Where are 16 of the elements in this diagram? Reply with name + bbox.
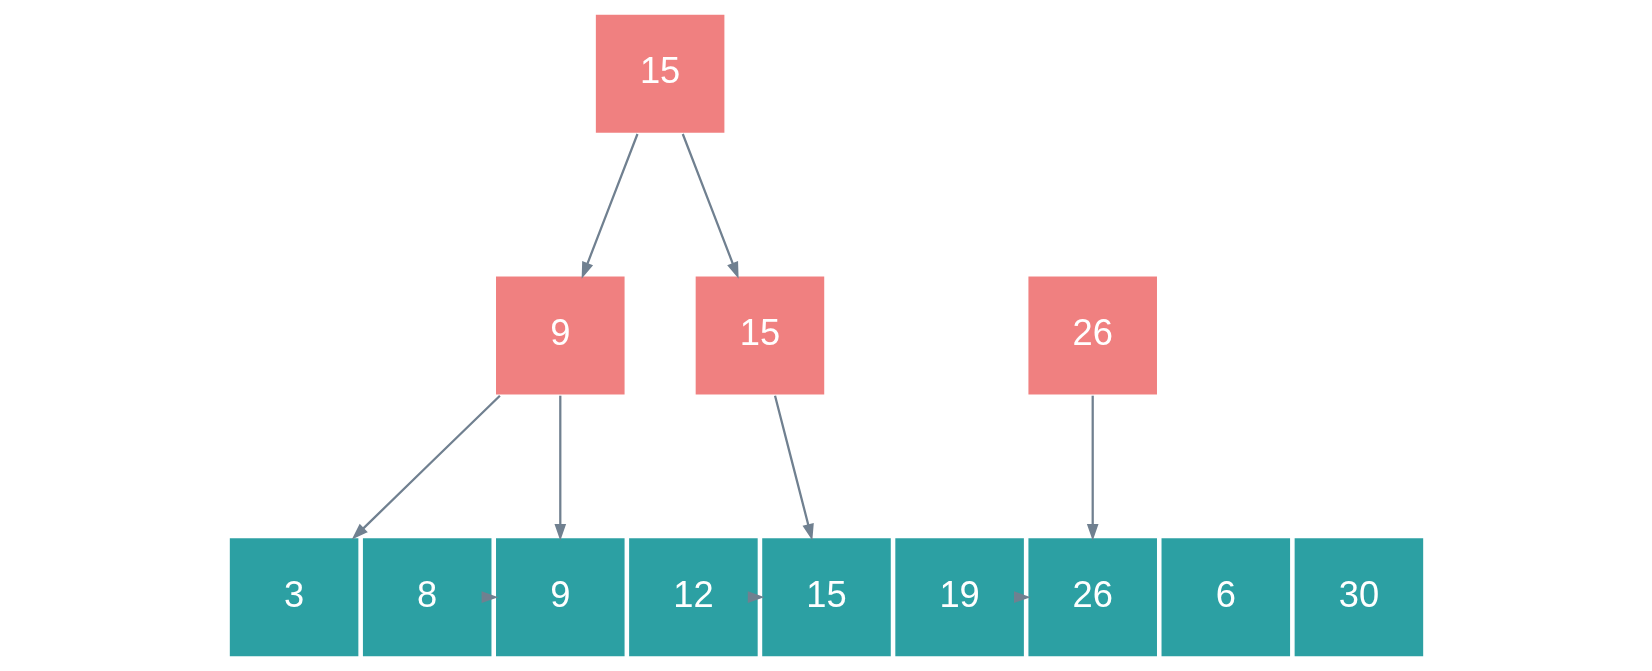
node-box: 6	[1159, 536, 1292, 658]
node-box: 26	[1026, 275, 1158, 396]
node-box: 15	[593, 13, 726, 135]
arrow	[681, 133, 739, 279]
arrow	[581, 133, 638, 279]
arrow	[553, 395, 566, 541]
node-box: 15	[693, 275, 826, 396]
arrow	[1086, 395, 1099, 541]
node-box: 30	[1292, 536, 1425, 658]
node-box: 9	[494, 275, 626, 396]
arrow	[747, 591, 764, 603]
arrow	[351, 394, 501, 540]
arrow	[481, 591, 498, 603]
node-box: 3	[227, 536, 360, 658]
arrow	[1013, 591, 1031, 603]
arrow	[773, 395, 814, 541]
